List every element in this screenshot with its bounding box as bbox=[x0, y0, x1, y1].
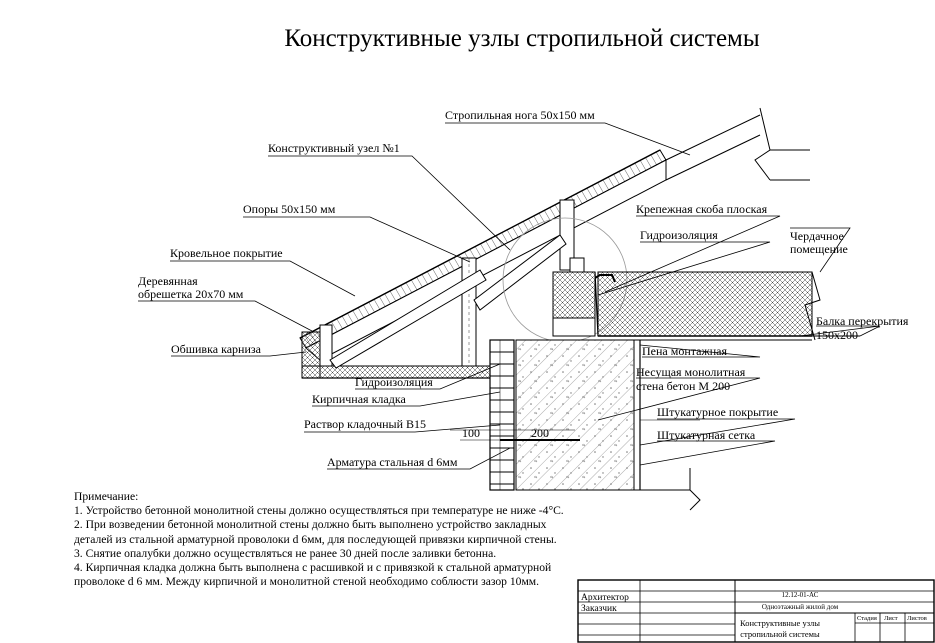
label-lath-line2: обрешетка 20х70 мм bbox=[138, 287, 244, 301]
label-mortar: Раствор кладочный В15 bbox=[304, 417, 426, 431]
note-item-4: 4. Кирпичная кладка должна быть выполнен… bbox=[74, 561, 552, 589]
title-block: Архитектор Заказчик 12.12-01-АС Одноэтаж… bbox=[577, 579, 935, 643]
stamp-project: Одноэтажный жилой дом bbox=[762, 603, 839, 611]
monolithic-wall bbox=[515, 339, 641, 491]
label-bracket: Крепежная скоба плоская bbox=[636, 202, 768, 216]
notes-block: Примечание: 1. Устройство бетонной монол… bbox=[74, 490, 574, 589]
diagram-title: Конструктивные узлы стропильной системы bbox=[284, 25, 760, 52]
dimension-100: 100 bbox=[462, 426, 480, 440]
label-beam-line1: Балка перекрытия bbox=[816, 314, 909, 328]
label-supports: Опоры 50х150 мм bbox=[243, 202, 336, 216]
label-roofing: Кровельное покрытие bbox=[170, 246, 283, 260]
stamp-sheet-title-line1: Конструктивные узлы bbox=[740, 618, 820, 628]
note-item-3: 3. Снятие опалубки должно осуществляться… bbox=[74, 546, 497, 560]
stamp-sheet: Лист bbox=[884, 615, 898, 622]
stamp-code: 12.12-01-АС bbox=[782, 591, 819, 599]
label-lath-line1: Деревянная bbox=[138, 274, 198, 288]
supports bbox=[329, 199, 575, 369]
label-rebar: Арматура стальная d 6мм bbox=[327, 455, 458, 469]
stamp-stage: Стадия bbox=[857, 615, 877, 622]
label-waterproof-high: Гидроизоляция bbox=[640, 228, 718, 242]
label-plaster: Штукатурное покрытие bbox=[657, 405, 778, 419]
label-foam: Пена монтажная bbox=[642, 344, 728, 358]
break-line-top bbox=[754, 107, 771, 181]
note-item-2: 2. При возведении бетонной монолитной ст… bbox=[74, 518, 557, 546]
label-attic-line2: помещение bbox=[790, 242, 848, 256]
floor-beam bbox=[552, 257, 813, 341]
eaves-box bbox=[301, 324, 493, 379]
label-node-1: Конструктивный узел №1 bbox=[268, 141, 400, 155]
stamp-architect: Архитектор bbox=[581, 593, 629, 603]
stamp-client: Заказчик bbox=[581, 604, 617, 614]
label-beam-line2: 150х200 bbox=[816, 328, 858, 342]
leader-lines bbox=[138, 122, 881, 470]
label-waterproof-low: Гидроизоляция bbox=[355, 375, 433, 389]
label-attic-line1: Чердачное bbox=[790, 229, 844, 243]
note-item-1: 1. Устройство бетонной монолитной стены … bbox=[74, 504, 564, 518]
stamp-sheet-title-line2: стропильной системы bbox=[740, 629, 820, 639]
brick-wall bbox=[450, 339, 580, 491]
notes-heading: Примечание: bbox=[74, 490, 139, 503]
label-rafter: Стропильная нога 50х150 мм bbox=[445, 108, 595, 122]
label-wall-line2: стена бетон М 200 bbox=[636, 379, 730, 393]
dimension-200: 200 bbox=[531, 426, 549, 440]
stamp-sheets: Листов bbox=[907, 615, 927, 622]
label-mesh: Штукатурная сетка bbox=[657, 428, 756, 442]
label-wall-line1: Несущая монолитная bbox=[636, 365, 746, 379]
label-eaves: Обшивка карниза bbox=[171, 342, 262, 356]
label-brickwork: Кирпичная кладка bbox=[312, 392, 406, 406]
